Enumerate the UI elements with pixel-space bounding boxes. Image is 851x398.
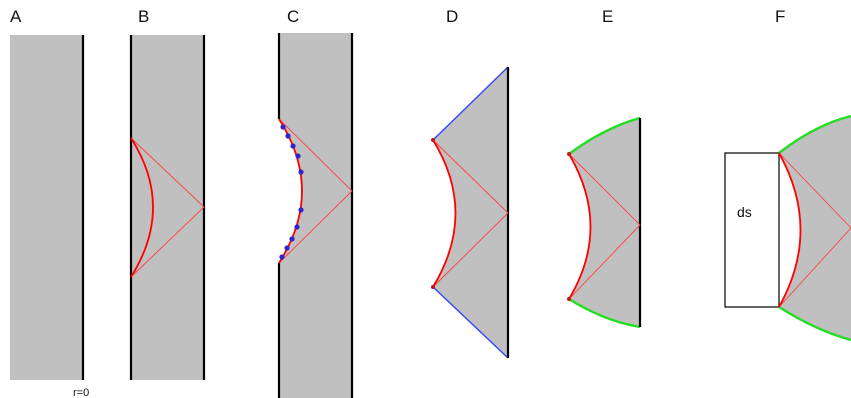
marker-dot xyxy=(279,254,285,260)
panel-e-label: E xyxy=(602,7,613,26)
panel-b: B xyxy=(129,7,206,380)
panel-a-region xyxy=(10,35,83,380)
panel-f-region xyxy=(779,116,851,340)
panel-d-region xyxy=(433,67,508,358)
panel-d: D xyxy=(431,7,510,359)
panel-f-curve xyxy=(778,152,802,308)
panel-d-curve xyxy=(432,139,457,288)
panel-c-markers xyxy=(279,124,304,260)
marker-dot xyxy=(280,124,286,130)
panel-e-region xyxy=(569,118,640,327)
panel-e-light-rays xyxy=(568,153,641,300)
panel-e-bottom-vertex xyxy=(567,297,571,301)
panel-c-label: C xyxy=(287,7,299,26)
panel-f-light-rays xyxy=(778,152,851,308)
panel-d-top-edge xyxy=(432,66,509,141)
panel-c-light-rays xyxy=(278,118,353,264)
panel-f: F ds xyxy=(724,7,851,342)
marker-dot xyxy=(290,143,296,149)
panel-d-light-rays xyxy=(432,139,509,288)
panel-a-label: A xyxy=(10,7,22,26)
panel-b-label: B xyxy=(138,7,149,26)
marker-dot xyxy=(294,224,300,230)
panel-f-ds-box xyxy=(724,152,780,308)
marker-dot xyxy=(298,169,304,175)
panel-e-bottom-edge xyxy=(568,297,641,329)
panel-d-bottom-edge xyxy=(432,286,509,359)
panel-f-bottom-edge xyxy=(778,305,851,342)
region-label: ds xyxy=(737,204,752,220)
panel-c-region xyxy=(279,33,352,398)
panel-b-light-rays xyxy=(130,137,205,278)
marker-dot xyxy=(295,153,301,159)
panel-e-top-edge xyxy=(568,116,641,155)
panel-e-curve xyxy=(568,153,592,300)
marker-dot xyxy=(298,207,304,213)
panel-a: A r=0 xyxy=(10,7,89,398)
panel-e-top-vertex xyxy=(567,152,571,156)
panel-b-curve xyxy=(130,137,154,278)
marker-dot xyxy=(284,245,290,251)
panel-d-top-vertex xyxy=(431,138,435,142)
panel-e: E xyxy=(567,7,642,329)
panel-b-region xyxy=(131,35,204,380)
marker-dot xyxy=(285,133,291,139)
origin-label: r=0 xyxy=(73,387,89,398)
panel-d-label: D xyxy=(446,7,458,26)
panel-f-label: F xyxy=(775,7,785,26)
panel-d-bottom-vertex xyxy=(431,285,435,289)
marker-dot xyxy=(289,236,295,242)
panel-c: C xyxy=(277,7,354,398)
panel-f-top-edge xyxy=(778,114,851,154)
